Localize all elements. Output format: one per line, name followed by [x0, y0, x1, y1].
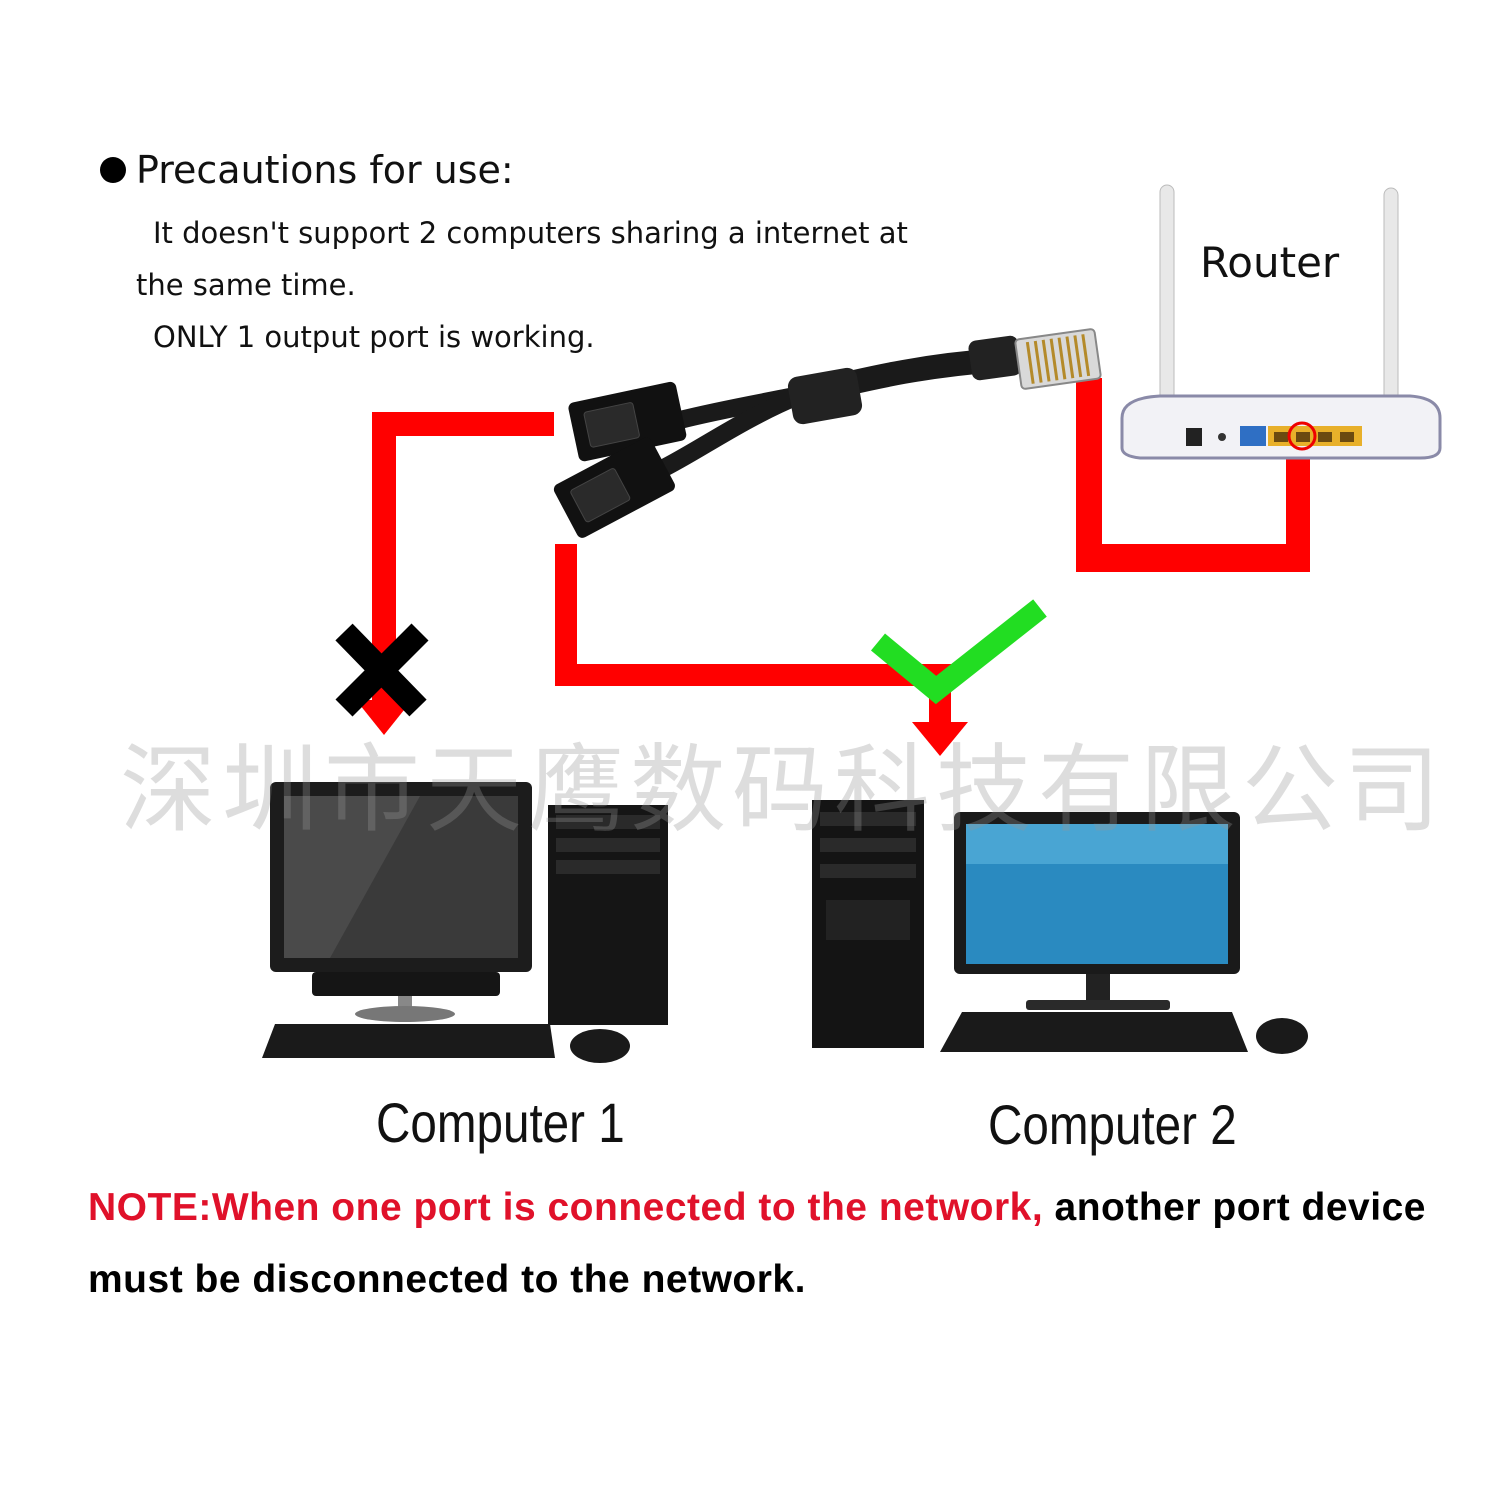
- note-text: NOTE:When one port is connected to the n…: [88, 1172, 1448, 1316]
- note-red-part: NOTE:When one port is connected to the n…: [88, 1186, 1043, 1229]
- computer-2-label: Computer 2: [988, 1092, 1237, 1157]
- watermark: 深圳市天鹰数码科技有限公司: [120, 712, 1446, 851]
- precautions-line-2: the same time.: [136, 268, 356, 302]
- router-line-bottom: [1076, 544, 1310, 572]
- computer-1-label: Computer 1: [376, 1090, 625, 1155]
- splitter-cable: [552, 329, 1101, 540]
- bullet-icon: [100, 157, 126, 183]
- router-line-left: [1076, 378, 1102, 564]
- router-icon: [1122, 185, 1440, 458]
- precautions-line-3: ONLY 1 output port is working.: [153, 320, 595, 354]
- router-line-right: [1286, 450, 1310, 572]
- precautions-title: Precautions for use:: [136, 148, 514, 192]
- router-label: Router: [1200, 238, 1339, 287]
- left-line-top: [372, 412, 554, 436]
- precautions-line-1: It doesn't support 2 computers sharing a…: [153, 216, 908, 250]
